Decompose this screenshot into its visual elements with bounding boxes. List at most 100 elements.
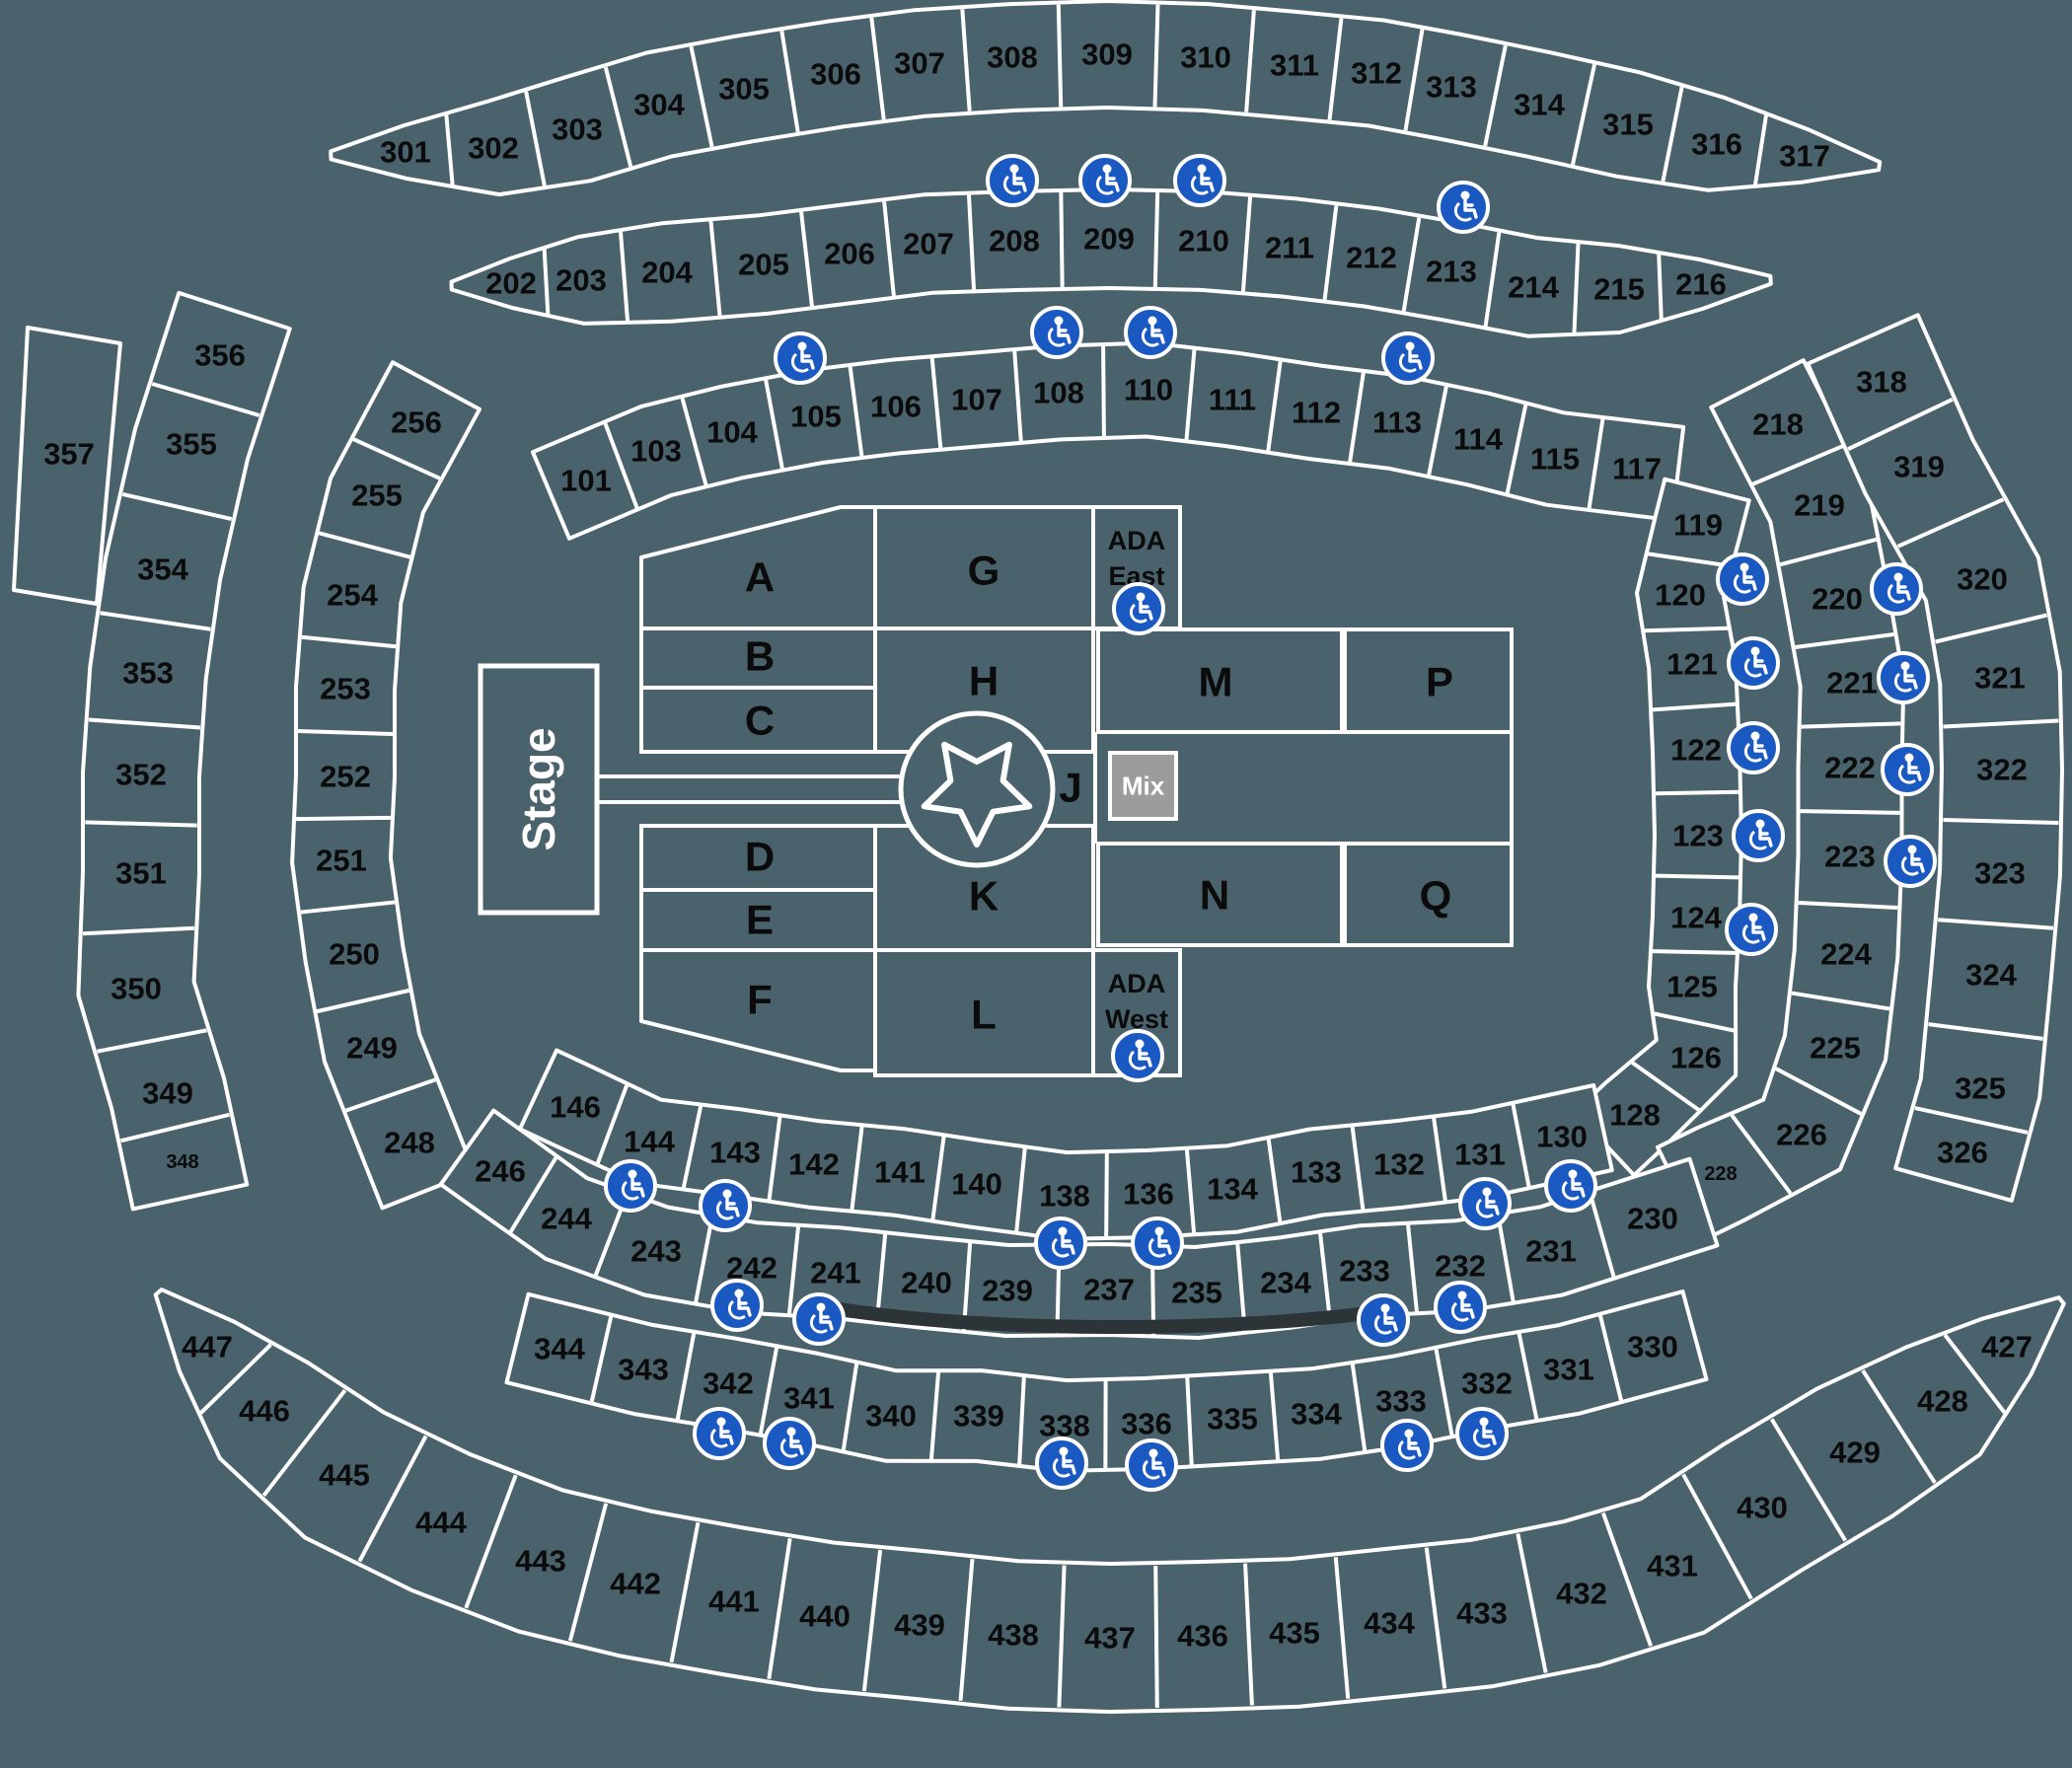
section-340[interactable]: 340 — [865, 1399, 917, 1434]
section-438[interactable]: 438 — [988, 1618, 1039, 1653]
section-441[interactable]: 441 — [708, 1584, 760, 1619]
section-445[interactable]: 445 — [319, 1458, 370, 1493]
section-206[interactable]: 206 — [824, 237, 875, 271]
floor-section-B[interactable]: B — [639, 626, 877, 690]
section-219[interactable]: 219 — [1794, 488, 1845, 523]
section-231[interactable]: 231 — [1525, 1234, 1577, 1269]
section-237[interactable]: 237 — [1083, 1273, 1135, 1307]
section-133[interactable]: 133 — [1291, 1155, 1342, 1190]
section-101[interactable]: 101 — [560, 464, 612, 498]
section-356[interactable]: 356 — [194, 338, 246, 373]
section-335[interactable]: 335 — [1207, 1402, 1258, 1436]
section-343[interactable]: 343 — [618, 1353, 669, 1387]
section-114[interactable]: 114 — [1453, 422, 1504, 457]
section-142[interactable]: 142 — [788, 1147, 840, 1182]
section-210[interactable]: 210 — [1178, 224, 1229, 258]
section-124[interactable]: 124 — [1670, 901, 1722, 935]
section-141[interactable]: 141 — [874, 1155, 925, 1190]
section-240[interactable]: 240 — [901, 1266, 952, 1300]
section-122[interactable]: 122 — [1670, 733, 1722, 768]
section-432[interactable]: 432 — [1556, 1577, 1607, 1611]
section-316[interactable]: 316 — [1691, 127, 1742, 162]
section-213[interactable]: 213 — [1426, 255, 1477, 289]
section-221[interactable]: 221 — [1826, 666, 1878, 700]
section-433[interactable]: 433 — [1456, 1596, 1508, 1631]
section-233[interactable]: 233 — [1339, 1254, 1390, 1289]
section-324[interactable]: 324 — [1965, 958, 2017, 993]
section-228[interactable]: 228 — [1704, 1163, 1737, 1185]
floor-section-E[interactable]: E — [639, 888, 877, 952]
section-126[interactable]: 126 — [1670, 1041, 1722, 1075]
section-326[interactable]: 326 — [1937, 1136, 1988, 1170]
section-223[interactable]: 223 — [1824, 840, 1876, 874]
section-306[interactable]: 306 — [810, 57, 861, 92]
section-307[interactable]: 307 — [894, 46, 945, 81]
section-431[interactable]: 431 — [1647, 1549, 1698, 1584]
section-256[interactable]: 256 — [391, 405, 442, 440]
section-313[interactable]: 313 — [1426, 70, 1477, 105]
section-131[interactable]: 131 — [1454, 1138, 1506, 1172]
section-103[interactable]: 103 — [630, 434, 682, 469]
section-253[interactable]: 253 — [320, 672, 371, 706]
section-110[interactable]: 110 — [1124, 373, 1173, 407]
section-107[interactable]: 107 — [951, 383, 1002, 417]
section-301[interactable]: 301 — [380, 135, 431, 170]
section-251[interactable]: 251 — [316, 844, 367, 878]
section-211[interactable]: 211 — [1265, 231, 1314, 265]
section-105[interactable]: 105 — [790, 400, 842, 434]
floor-section-M[interactable]: M — [1096, 627, 1344, 734]
section-319[interactable]: 319 — [1893, 450, 1945, 484]
section-430[interactable]: 430 — [1737, 1491, 1788, 1525]
section-311[interactable]: 311 — [1270, 48, 1319, 83]
section-321[interactable]: 321 — [1974, 661, 2026, 696]
section-436[interactable]: 436 — [1177, 1619, 1228, 1654]
section-323[interactable]: 323 — [1974, 856, 2026, 891]
section-212[interactable]: 212 — [1346, 241, 1397, 275]
section-446[interactable]: 446 — [239, 1394, 290, 1429]
section-331[interactable]: 331 — [1543, 1353, 1594, 1387]
floor-section-A[interactable]: A — [639, 505, 877, 630]
section-254[interactable]: 254 — [327, 578, 378, 613]
floor-section-P[interactable]: P — [1343, 627, 1514, 734]
section-333[interactable]: 333 — [1375, 1384, 1427, 1419]
section-144[interactable]: 144 — [624, 1125, 675, 1159]
section-336[interactable]: 336 — [1121, 1407, 1172, 1441]
section-146[interactable]: 146 — [550, 1090, 601, 1125]
section-334[interactable]: 334 — [1291, 1397, 1342, 1432]
section-220[interactable]: 220 — [1812, 582, 1863, 617]
section-252[interactable]: 252 — [320, 760, 371, 794]
section-204[interactable]: 204 — [641, 256, 693, 290]
section-304[interactable]: 304 — [633, 88, 685, 122]
section-111[interactable]: 111 — [1209, 383, 1256, 417]
section-317[interactable]: 317 — [1779, 139, 1830, 174]
floor-section-J[interactable]: J — [1059, 765, 1081, 811]
section-330[interactable]: 330 — [1627, 1330, 1678, 1364]
section-215[interactable]: 215 — [1593, 272, 1645, 307]
section-132[interactable]: 132 — [1373, 1147, 1425, 1182]
section-108[interactable]: 108 — [1033, 376, 1084, 410]
section-351[interactable]: 351 — [115, 856, 167, 891]
section-305[interactable]: 305 — [718, 72, 770, 107]
section-113[interactable]: 113 — [1372, 405, 1422, 440]
section-214[interactable]: 214 — [1508, 270, 1559, 305]
section-130[interactable]: 130 — [1536, 1120, 1588, 1154]
section-444[interactable]: 444 — [415, 1506, 467, 1540]
section-243[interactable]: 243 — [630, 1234, 682, 1269]
section-249[interactable]: 249 — [346, 1031, 398, 1066]
section-123[interactable]: 123 — [1672, 819, 1724, 853]
section-318[interactable]: 318 — [1856, 365, 1907, 400]
section-128[interactable]: 128 — [1609, 1098, 1661, 1133]
section-202[interactable]: 202 — [485, 266, 537, 301]
floor-section-N[interactable]: N — [1096, 842, 1344, 947]
section-117[interactable]: 117 — [1612, 452, 1662, 486]
floor-section-G[interactable]: G — [873, 505, 1095, 630]
section-353[interactable]: 353 — [122, 656, 174, 691]
section-225[interactable]: 225 — [1810, 1031, 1861, 1066]
section-208[interactable]: 208 — [989, 224, 1040, 258]
section-443[interactable]: 443 — [515, 1544, 566, 1579]
section-312[interactable]: 312 — [1351, 56, 1402, 91]
section-140[interactable]: 140 — [951, 1167, 1002, 1202]
section-121[interactable]: 121 — [1666, 647, 1718, 682]
section-230[interactable]: 230 — [1627, 1202, 1678, 1236]
section-134[interactable]: 134 — [1207, 1172, 1258, 1207]
